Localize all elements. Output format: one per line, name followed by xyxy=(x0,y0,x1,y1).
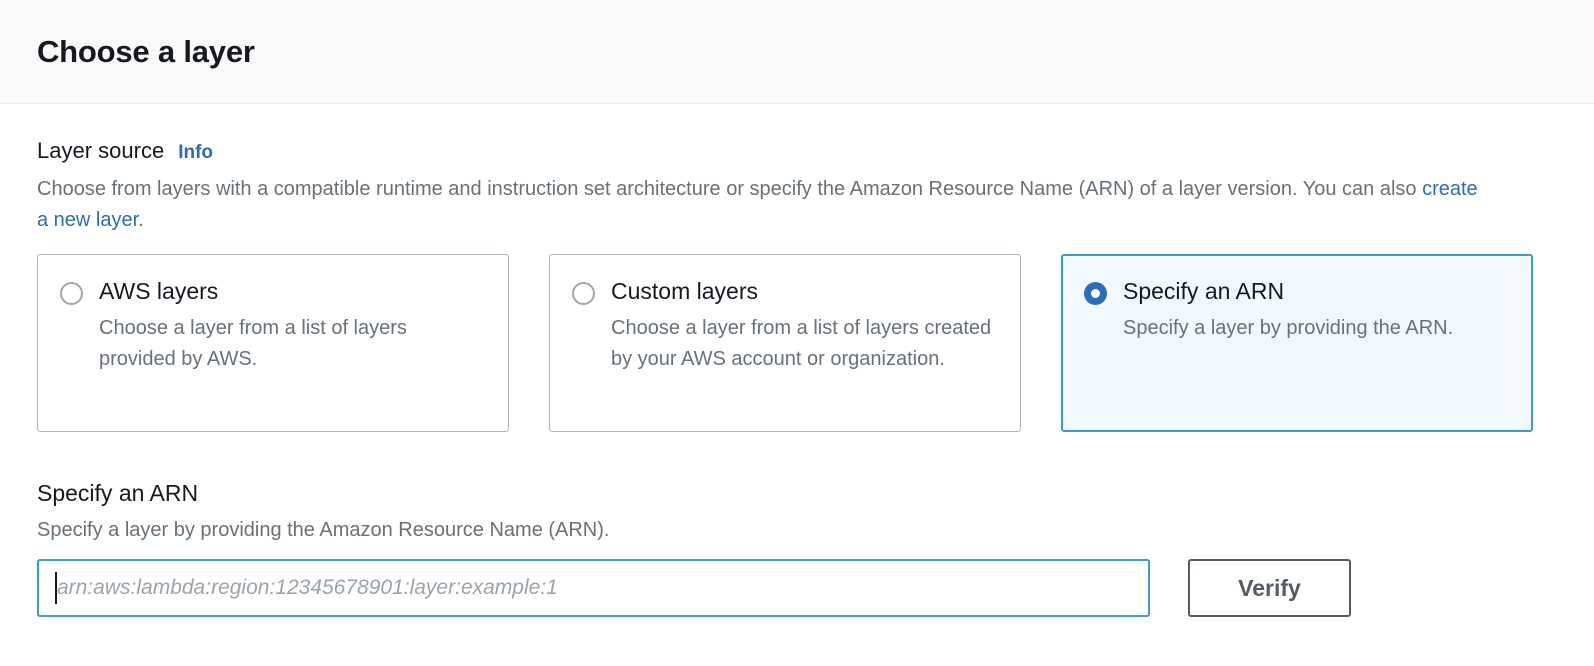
radio-card-custom-layers[interactable]: Custom layers Choose a layer from a list… xyxy=(549,254,1021,433)
specify-arn-input-row: Verify xyxy=(37,559,1557,618)
specify-arn-title: Specify an ARN xyxy=(37,480,199,507)
radio-card-title: Specify an ARN xyxy=(1123,278,1285,305)
layer-source-description: Choose from layers with a compatible run… xyxy=(37,174,1487,236)
radio-icon[interactable] xyxy=(572,282,595,306)
arn-input-wrapper xyxy=(37,559,1150,618)
radio-card-title: AWS layers xyxy=(99,278,219,305)
layer-source-label: Layer source xyxy=(37,138,165,163)
radio-icon-selected[interactable] xyxy=(1084,282,1107,306)
radio-icon[interactable] xyxy=(60,282,83,306)
radio-card-description: Choose a layer from a list of layers pro… xyxy=(99,317,407,371)
layer-source-label-row: Layer source Info xyxy=(37,138,1557,164)
layer-source-description-suffix: . xyxy=(138,209,144,232)
info-link[interactable]: Info xyxy=(178,142,214,163)
arn-input[interactable] xyxy=(37,559,1150,618)
radio-card-description: Choose a layer from a list of layers cre… xyxy=(611,317,992,371)
create-a-new-layer-link[interactable]: create a new layer xyxy=(37,178,1478,232)
layer-source-description-text: Choose from layers with a compatible run… xyxy=(37,178,1423,200)
modal-body: Layer source Info Choose from layers wit… xyxy=(0,104,1594,618)
radio-card-aws-layers[interactable]: AWS layers Choose a layer from a list of… xyxy=(37,254,509,433)
specify-arn-description: Specify a layer by providing the Amazon … xyxy=(37,519,610,542)
specify-arn-section: Specify an ARN Specify a layer by provid… xyxy=(37,480,1557,618)
radio-card-description: Specify a layer by providing the ARN. xyxy=(1123,317,1454,340)
text-caret xyxy=(55,572,57,605)
modal-header: Choose a layer xyxy=(0,0,1594,104)
verify-button[interactable]: Verify xyxy=(1188,559,1351,618)
radio-card-title: Custom layers xyxy=(611,278,758,305)
radio-card-specify-an-arn[interactable]: Specify an ARN Specify a layer by provid… xyxy=(1061,254,1533,433)
layer-source-options: AWS layers Choose a layer from a list of… xyxy=(37,254,1557,433)
page-title: Choose a layer xyxy=(37,33,255,69)
